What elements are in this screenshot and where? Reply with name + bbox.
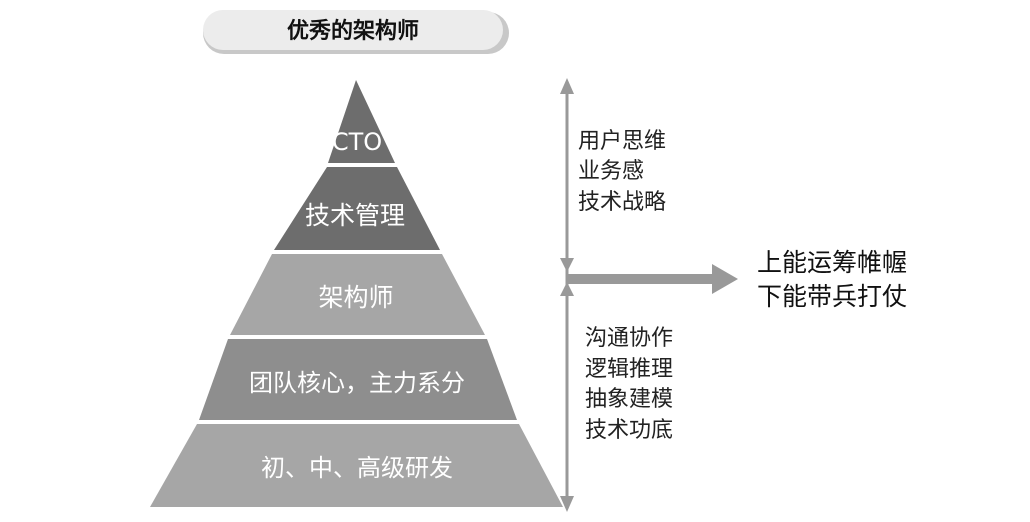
upper-skill-item: 用户思维: [578, 129, 666, 154]
pyramid-label-tech-management: 技术管理: [305, 201, 405, 230]
horizontal-arrow: [567, 264, 738, 294]
arrow-up-icon: [560, 282, 574, 296]
arrow-up-icon: [560, 78, 574, 94]
pyramid-label-team-core: 团队核心，主力系分: [249, 369, 465, 397]
pyramid-layer-architect: [230, 254, 485, 335]
pyramid-layer-tech-management: [274, 167, 440, 250]
vertical-arrows: [560, 78, 574, 512]
title-badge-bg: [203, 10, 503, 50]
horizontal-arrow-shaft: [567, 274, 717, 284]
pyramid-label-architect: 架构师: [318, 283, 393, 312]
arrow-down-icon: [560, 258, 574, 272]
upper-skill-item: 业务感: [578, 159, 644, 184]
pyramid-layer-cto: [328, 80, 395, 163]
lower-skill-item: 抽象建模: [585, 387, 673, 412]
pyramid-label-cto: CTO: [332, 128, 382, 156]
arrow-right-icon: [712, 264, 738, 294]
upper-skills: 用户思维 业务感 技术战略: [578, 129, 666, 215]
lower-skill-item: 技术功底: [585, 418, 673, 443]
title-badge: 优秀的架构师: [203, 10, 509, 54]
right-summary-line: 下能带兵打仗: [757, 282, 907, 311]
lower-skills: 沟通协作 逻辑推理 抽象建模 技术功底: [585, 326, 673, 443]
lower-skill-item: 沟通协作: [585, 326, 673, 351]
pyramid: CTO 技术管理 架构师 团队核心，主力系分 初、中、高级研发: [150, 80, 563, 507]
pyramid-layer-developers: [150, 424, 563, 507]
pyramid-label-developers: 初、中、高级研发: [261, 454, 453, 482]
upper-skill-item: 技术战略: [578, 190, 666, 215]
arrow-down-icon: [560, 496, 574, 512]
pyramid-layer-team-core: [199, 339, 517, 420]
page-title: 优秀的架构师: [287, 18, 419, 44]
lower-skill-item: 逻辑推理: [585, 357, 673, 382]
right-summary: 上能运筹帷幄 下能带兵打仗: [757, 248, 907, 311]
right-summary-line: 上能运筹帷幄: [757, 248, 907, 277]
